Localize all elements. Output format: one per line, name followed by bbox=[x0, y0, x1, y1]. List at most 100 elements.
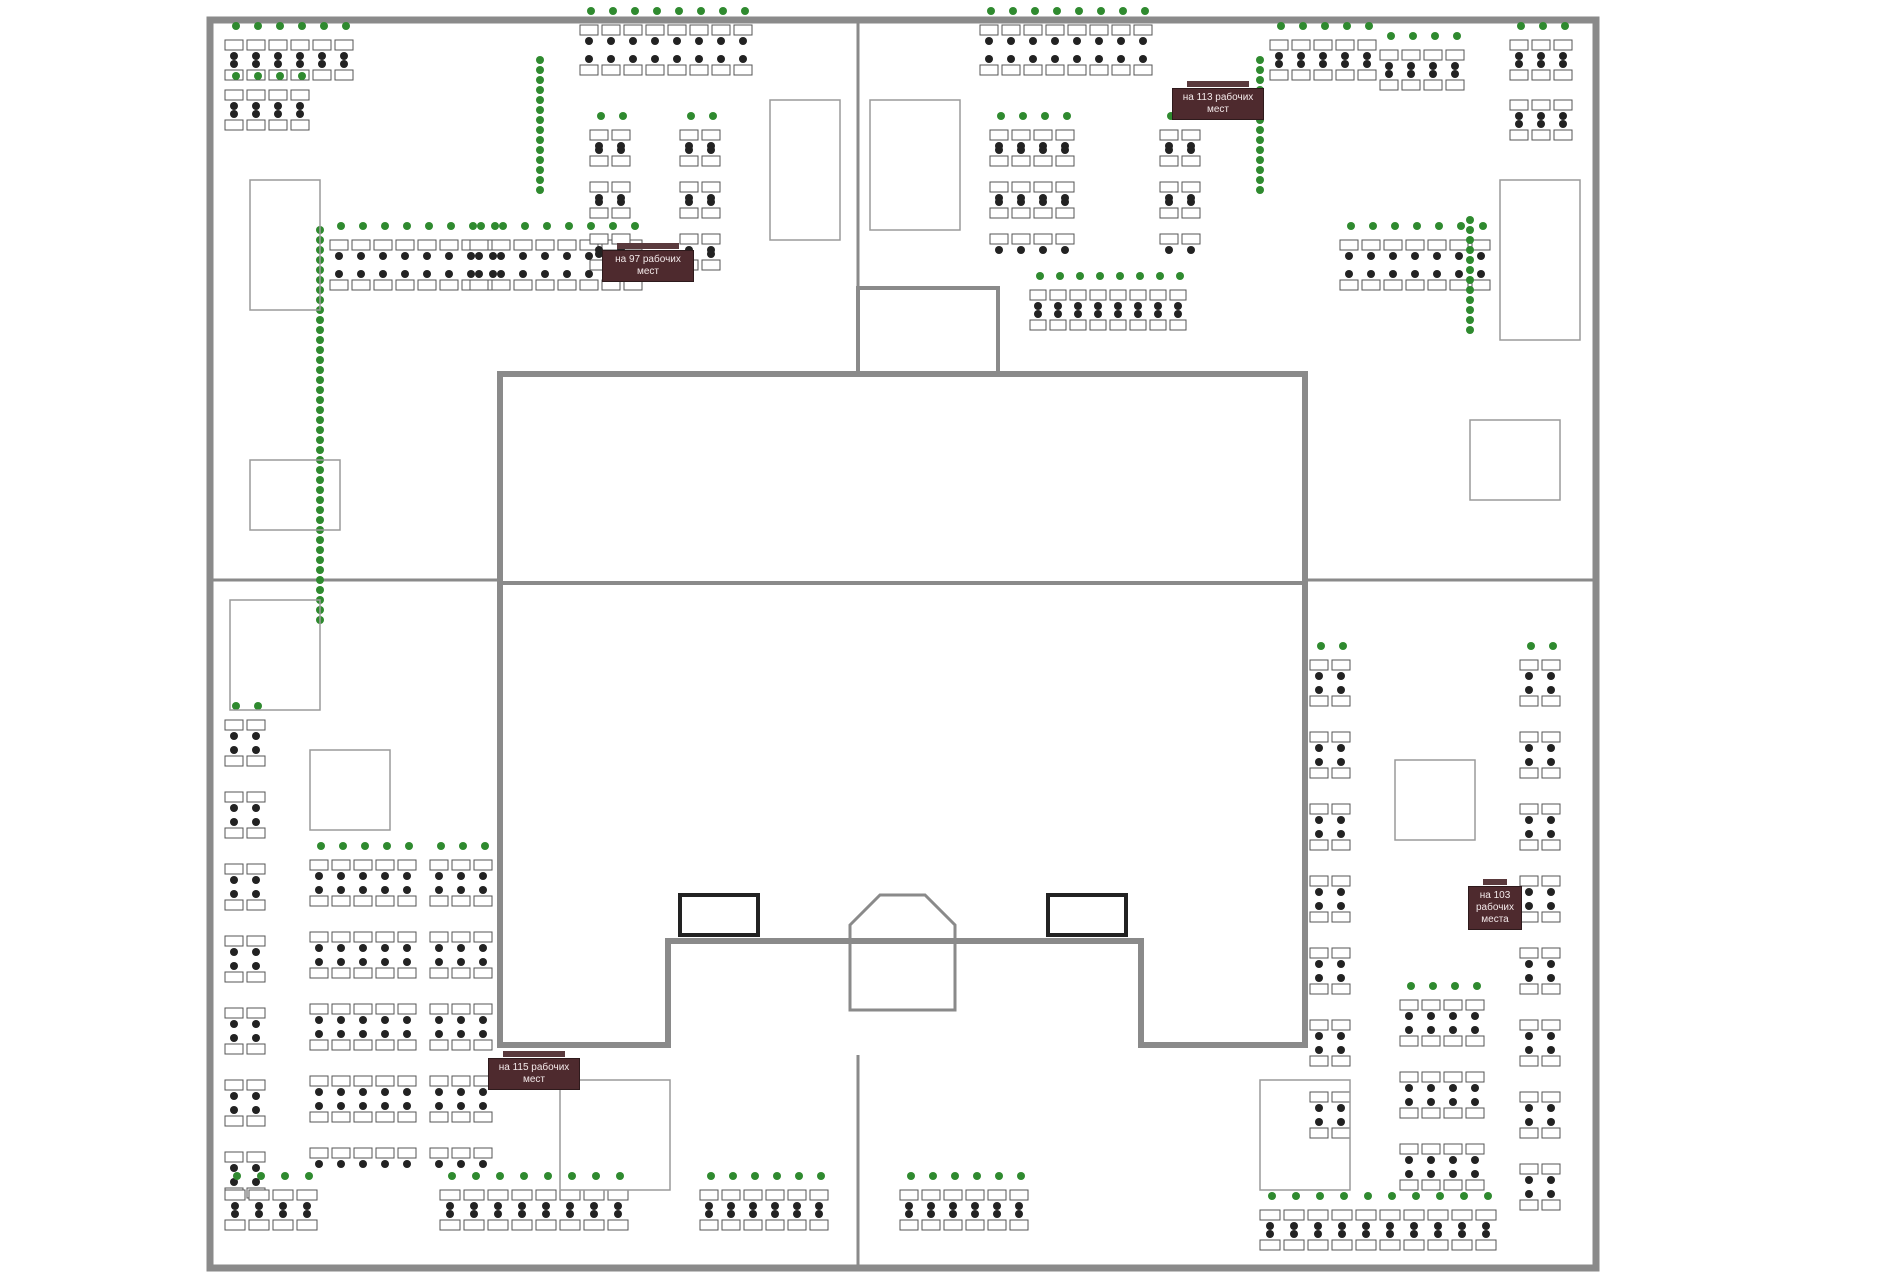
plant bbox=[1435, 222, 1443, 230]
chair bbox=[1362, 1230, 1370, 1238]
outer-wall bbox=[206, 16, 1600, 1272]
chair bbox=[1559, 120, 1567, 128]
desk bbox=[989, 129, 1009, 141]
chair bbox=[1187, 246, 1195, 254]
chair bbox=[435, 872, 443, 880]
desk bbox=[1383, 279, 1403, 291]
plant bbox=[1407, 982, 1415, 990]
plant bbox=[587, 7, 595, 15]
desk bbox=[1029, 289, 1047, 301]
chair bbox=[927, 1210, 935, 1218]
chair bbox=[1525, 1176, 1533, 1184]
plant bbox=[597, 112, 605, 120]
chair bbox=[1187, 146, 1195, 154]
desk bbox=[1331, 1239, 1353, 1251]
desk bbox=[535, 1219, 557, 1231]
plant bbox=[316, 326, 324, 334]
plant bbox=[536, 156, 544, 164]
plant bbox=[425, 222, 433, 230]
chair bbox=[1095, 37, 1103, 45]
plant bbox=[1256, 146, 1264, 154]
desk bbox=[473, 1111, 493, 1123]
plant bbox=[1466, 236, 1474, 244]
chair bbox=[230, 102, 238, 110]
plant bbox=[316, 426, 324, 434]
plant bbox=[1256, 56, 1264, 64]
desk bbox=[1309, 1127, 1329, 1139]
chair bbox=[651, 37, 659, 45]
chair bbox=[337, 1030, 345, 1038]
desk bbox=[701, 233, 721, 245]
chair bbox=[1074, 310, 1082, 318]
plant bbox=[316, 366, 324, 374]
plant bbox=[1466, 266, 1474, 274]
desk bbox=[331, 1039, 351, 1051]
plant bbox=[316, 386, 324, 394]
chair bbox=[1315, 686, 1323, 694]
desk bbox=[765, 1219, 785, 1231]
plant bbox=[973, 1172, 981, 1180]
desk bbox=[1269, 39, 1289, 51]
desk bbox=[589, 207, 609, 219]
desk bbox=[989, 207, 1009, 219]
chair bbox=[479, 1088, 487, 1096]
desk bbox=[557, 239, 577, 251]
desk bbox=[787, 1219, 807, 1231]
plant bbox=[316, 536, 324, 544]
chair bbox=[296, 102, 304, 110]
chair bbox=[1411, 252, 1419, 260]
plant bbox=[317, 842, 325, 850]
chair bbox=[1525, 974, 1533, 982]
desk bbox=[451, 1147, 471, 1159]
plant bbox=[1549, 642, 1557, 650]
desk bbox=[312, 39, 332, 51]
plant bbox=[472, 1172, 480, 1180]
desk bbox=[1055, 207, 1075, 219]
desk bbox=[473, 1147, 493, 1159]
desk bbox=[1011, 207, 1031, 219]
chair bbox=[1427, 1098, 1435, 1106]
chair bbox=[1386, 1222, 1394, 1230]
chair bbox=[1547, 1046, 1555, 1054]
chair bbox=[315, 1016, 323, 1024]
desk bbox=[699, 1219, 719, 1231]
plant bbox=[254, 22, 262, 30]
desk bbox=[1111, 24, 1131, 36]
chair bbox=[1407, 62, 1415, 70]
capacity-label-text: на 97 рабочих мест bbox=[615, 254, 681, 277]
room bbox=[769, 99, 841, 241]
desk bbox=[589, 181, 609, 193]
chair bbox=[1337, 1104, 1345, 1112]
desk bbox=[451, 1111, 471, 1123]
plant bbox=[342, 22, 350, 30]
plant bbox=[233, 1172, 241, 1180]
desk bbox=[1403, 1239, 1425, 1251]
desk bbox=[1309, 839, 1329, 851]
plant bbox=[1340, 1192, 1348, 1200]
desk bbox=[309, 1147, 329, 1159]
desk bbox=[721, 1219, 741, 1231]
plant bbox=[1009, 7, 1017, 15]
chair bbox=[457, 886, 465, 894]
plant bbox=[316, 396, 324, 404]
plant bbox=[1466, 326, 1474, 334]
desk bbox=[429, 895, 449, 907]
desk bbox=[589, 233, 609, 245]
chair bbox=[1337, 960, 1345, 968]
desk bbox=[1259, 1239, 1281, 1251]
chair bbox=[1411, 270, 1419, 278]
desk bbox=[689, 24, 709, 36]
desk bbox=[979, 64, 999, 76]
desk bbox=[224, 1219, 246, 1231]
chair bbox=[1449, 1012, 1457, 1020]
plant bbox=[1466, 296, 1474, 304]
chair bbox=[1471, 1012, 1479, 1020]
desk bbox=[743, 1219, 763, 1231]
chair bbox=[949, 1202, 957, 1210]
desk bbox=[1519, 1019, 1539, 1031]
chair bbox=[1547, 672, 1555, 680]
desk bbox=[1159, 207, 1179, 219]
plant bbox=[536, 126, 544, 134]
desk bbox=[290, 119, 310, 131]
plant bbox=[536, 186, 544, 194]
